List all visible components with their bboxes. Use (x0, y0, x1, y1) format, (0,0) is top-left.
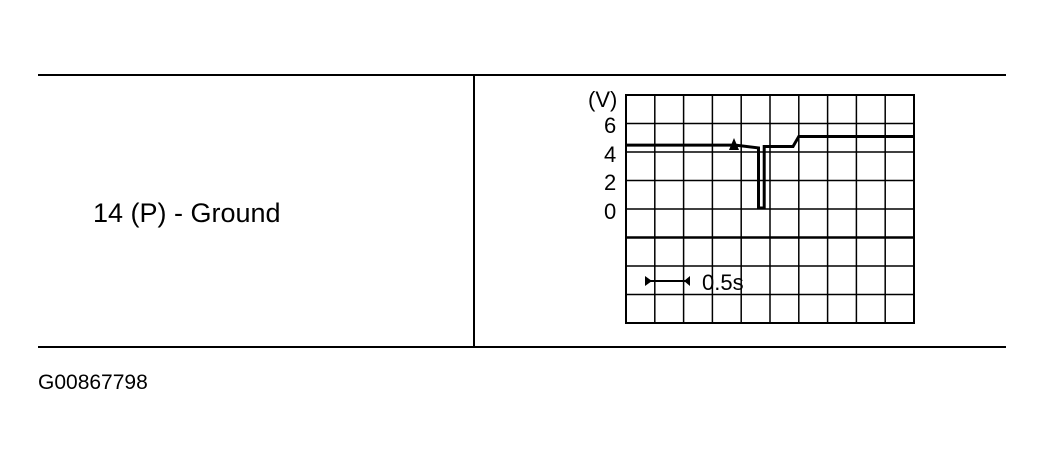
tick-label-2: 2 (604, 170, 616, 195)
scope-grid (625, 94, 915, 324)
trigger-arrow (729, 138, 739, 150)
tick-label-4: 4 (604, 142, 616, 167)
table-top-rule (38, 74, 1006, 76)
voltage-trace (626, 135, 914, 210)
scope-axis-labels: (V) 6 4 2 0 (588, 87, 617, 224)
figure-id: G00867798 (38, 371, 148, 394)
time-division-label: 0.5s (702, 270, 744, 295)
tick-label-6: 6 (604, 113, 616, 138)
table-column-divider (473, 74, 475, 348)
terminal-label: 14 (P) - Ground (93, 198, 281, 228)
time-division-marker: 0.5s (645, 270, 744, 295)
table-bottom-rule (38, 346, 1006, 348)
tick-label-0: 0 (604, 199, 616, 224)
unit-label: (V) (588, 87, 617, 112)
